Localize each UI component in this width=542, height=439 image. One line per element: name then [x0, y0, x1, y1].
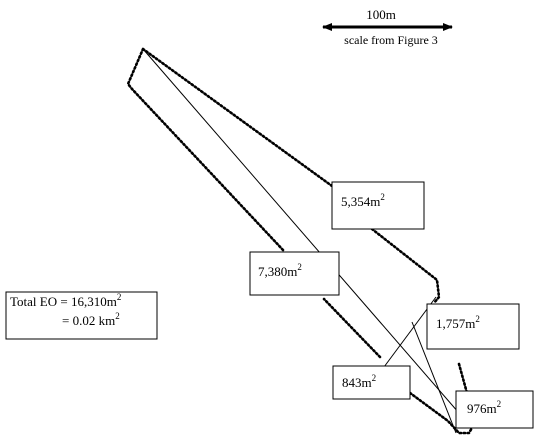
division-lines: [142, 48, 473, 434]
scale-bar: 100m scale from Figure 3: [322, 7, 453, 47]
area-box: [331, 181, 425, 230]
svg-text:5,354m2: 5,354m2: [341, 192, 385, 209]
area-label-bottom-left: 843m2: [332, 365, 411, 400]
area-value: 1,757m: [436, 316, 475, 331]
division-line-lower-right: [411, 321, 457, 434]
area-superscript: 2: [372, 373, 377, 383]
total-line1: Total EO = 16,310m: [10, 294, 117, 309]
area-superscript: 2: [297, 262, 302, 272]
area-box: [455, 390, 534, 429]
total-area-box: Total EO = 16,310m2 = 0.02 km2: [5, 291, 158, 340]
total-line2-superscript: 2: [115, 311, 120, 321]
scale-caption: scale from Figure 3: [344, 33, 438, 47]
area-superscript: 2: [380, 192, 385, 202]
total-line1-superscript: 2: [117, 292, 122, 302]
area-label-middle-right: 1,757m2: [426, 303, 520, 350]
area-box: [426, 303, 520, 350]
area-label-top-right: 5,354m2: [331, 181, 425, 230]
area-superscript: 2: [497, 399, 502, 409]
area-box: [332, 365, 411, 400]
area-box: [249, 251, 340, 296]
area-value: 976m: [467, 401, 497, 416]
svg-text:7,380m2: 7,380m2: [258, 262, 302, 279]
area-label-middle-left: 7,380m2: [249, 251, 340, 296]
svg-text:Total EO = 16,310m2: Total EO = 16,310m2: [10, 292, 121, 309]
area-value: 843m: [342, 375, 372, 390]
area-value: 7,380m: [258, 264, 297, 279]
svg-text:976m2: 976m2: [467, 399, 501, 416]
area-superscript: 2: [475, 314, 480, 324]
area-label-bottom-right: 976m2: [455, 390, 534, 429]
total-line2: = 0.02 km: [62, 313, 115, 328]
svg-text:= 0.02 km2: = 0.02 km2: [62, 311, 120, 328]
area-outline: [126, 47, 475, 435]
svg-text:1,757m2: 1,757m2: [436, 314, 480, 331]
diagonal-line: [142, 48, 473, 429]
area-value: 5,354m: [341, 194, 380, 209]
scale-distance-label: 100m: [366, 7, 396, 22]
total-box: [5, 291, 158, 340]
svg-text:843m2: 843m2: [342, 373, 376, 390]
